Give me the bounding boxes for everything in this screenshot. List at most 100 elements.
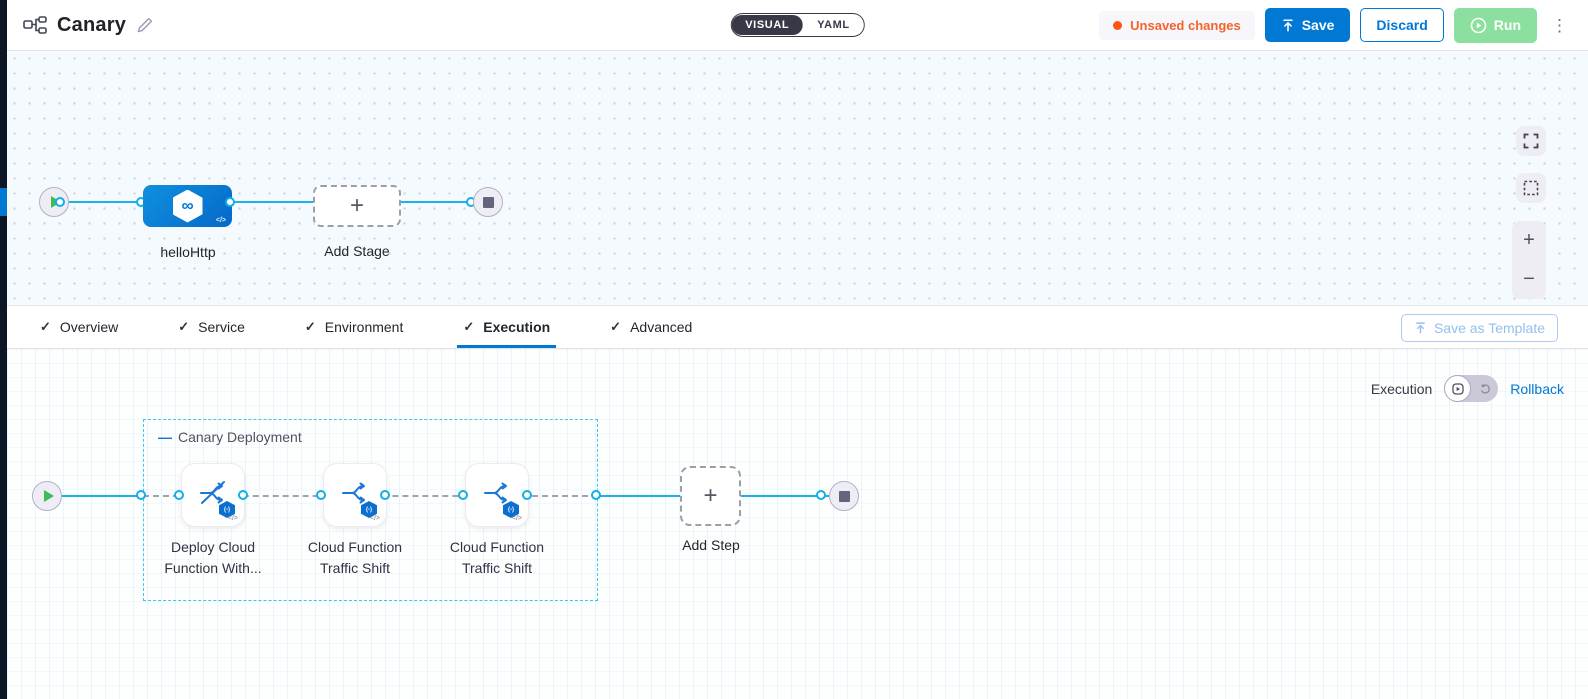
rollback-link[interactable]: Rollback (1510, 380, 1564, 397)
port (225, 197, 235, 207)
infinity-glyph: ∞ (181, 196, 194, 215)
execution-rollback-toggle[interactable] (1444, 375, 1499, 402)
zoom-panel: + − (1512, 221, 1546, 299)
execution-mode-icon[interactable] (1444, 375, 1472, 402)
zoom-out-button[interactable]: − (1512, 260, 1546, 299)
step-deploy-cloud-function[interactable]: (-) </> (181, 463, 245, 527)
group-title-row: — Canary Deployment (158, 429, 302, 445)
connector-line (47, 495, 143, 497)
group-title: Canary Deployment (178, 429, 302, 445)
unsaved-changes-badge: Unsaved changes (1099, 10, 1255, 40)
add-stage-button[interactable]: + (313, 185, 401, 227)
cloud-function-badge-icon: (-) (361, 501, 377, 518)
start-play-icon (43, 490, 54, 502)
fullscreen-icon (1523, 133, 1539, 149)
run-label: Run (1493, 17, 1521, 33)
port (136, 490, 146, 500)
check-icon: ✓ (463, 319, 475, 334)
execution-mode-row: Execution Rollback (1371, 375, 1564, 402)
step-traffic-shift-2[interactable]: (-) </> (465, 463, 529, 527)
run-play-icon (1470, 17, 1487, 34)
tab-service[interactable]: ✓ Service (178, 306, 245, 348)
check-icon: ✓ (178, 319, 190, 334)
canary-deployment-group[interactable]: — Canary Deployment (143, 419, 598, 601)
pipeline-icon (23, 16, 47, 34)
tab-label: Advanced (630, 319, 693, 335)
code-badge-icon: </> (227, 515, 238, 522)
execution-canvas[interactable]: Execution Rollback (7, 349, 1588, 699)
port (316, 490, 326, 500)
visual-yaml-toggle: VISUAL YAML (730, 13, 865, 37)
save-button[interactable]: Save (1264, 8, 1351, 42)
plus-icon: + (703, 482, 718, 509)
unsaved-changes-label: Unsaved changes (1130, 17, 1241, 33)
tab-label: Execution (483, 319, 551, 335)
pipeline-end-node (473, 187, 503, 217)
port (380, 490, 390, 500)
execution-mode-label: Execution (1370, 380, 1433, 397)
port (174, 490, 184, 500)
marquee-select-button[interactable] (1516, 173, 1546, 203)
check-icon: ✓ (40, 319, 51, 334)
step-traffic-shift-1[interactable]: (-) </> (323, 463, 387, 527)
code-badge-icon: </> (369, 515, 380, 522)
more-options-button[interactable]: ⋮ (1547, 15, 1572, 36)
plus-icon: + (349, 192, 364, 219)
unsaved-dot-icon (1113, 20, 1123, 30)
header-actions: Unsaved changes Save Discard (1099, 7, 1572, 43)
collapsed-sidebar[interactable] (0, 0, 7, 699)
tab-label: Overview (59, 319, 119, 335)
cloud-function-badge-icon: (-) (503, 501, 519, 518)
discard-label: Discard (1376, 17, 1428, 33)
save-label: Save (1301, 17, 1335, 33)
collapse-group-icon[interactable]: — (158, 429, 172, 445)
serverless-function-icon: ∞ (172, 189, 203, 223)
tab-environment[interactable]: ✓ Environment (305, 306, 404, 348)
page-title: Canary (57, 13, 127, 36)
execution-end-node (829, 481, 859, 511)
add-step-label: Add Step (682, 537, 740, 553)
header: Canary VISUAL YAML Unsaved changes (7, 0, 1588, 51)
traffic-shift-icon (342, 482, 365, 504)
edit-title-button[interactable] (136, 16, 154, 34)
stage-label: helloHttp (160, 244, 216, 260)
tab-overview[interactable]: ✓ Overview (40, 306, 118, 348)
port (816, 490, 826, 500)
sidebar-active-indicator (0, 188, 7, 216)
port (238, 490, 248, 500)
add-stage-label: Add Stage (324, 243, 390, 259)
save-as-template-label: Save as Template (1433, 320, 1545, 336)
tab-advanced[interactable]: ✓ Advanced (610, 306, 692, 348)
fullscreen-button[interactable] (1516, 126, 1546, 156)
traffic-shift-icon (484, 482, 507, 504)
title-wrap: Canary (23, 14, 154, 37)
stage-node-hellohttp[interactable]: ∞ </> (143, 185, 232, 227)
port (522, 490, 532, 500)
deploy-no-traffic-icon (200, 481, 225, 504)
port (458, 490, 468, 500)
code-badge-icon: </> (215, 217, 226, 224)
zoom-in-button[interactable]: + (1512, 221, 1546, 260)
port (55, 197, 65, 207)
rollback-mode-icon[interactable] (1471, 375, 1498, 402)
save-as-template-button[interactable]: Save as Template (1400, 314, 1558, 342)
tab-label: Environment (324, 319, 404, 335)
check-icon: ✓ (304, 319, 316, 334)
visual-tab[interactable]: VISUAL (731, 15, 804, 35)
code-badge-icon: </> (511, 515, 522, 522)
add-step-button[interactable]: + (680, 466, 741, 526)
upload-icon (1414, 321, 1427, 335)
discard-button[interactable]: Discard (1360, 8, 1444, 42)
stage-tabbar: ✓ Overview ✓ Service ✓ Environment ✓ Exe… (7, 305, 1588, 349)
pencil-icon (136, 16, 154, 34)
stage-connector-line (54, 201, 488, 203)
check-icon: ✓ (610, 319, 622, 334)
tab-execution[interactable]: ✓ Execution (457, 306, 556, 348)
yaml-tab[interactable]: YAML (803, 15, 864, 35)
stage-canvas[interactable]: ∞ </> helloHttp + Add Stage (7, 51, 1588, 305)
run-button[interactable]: Run (1453, 7, 1537, 43)
execution-start-node (32, 481, 62, 511)
